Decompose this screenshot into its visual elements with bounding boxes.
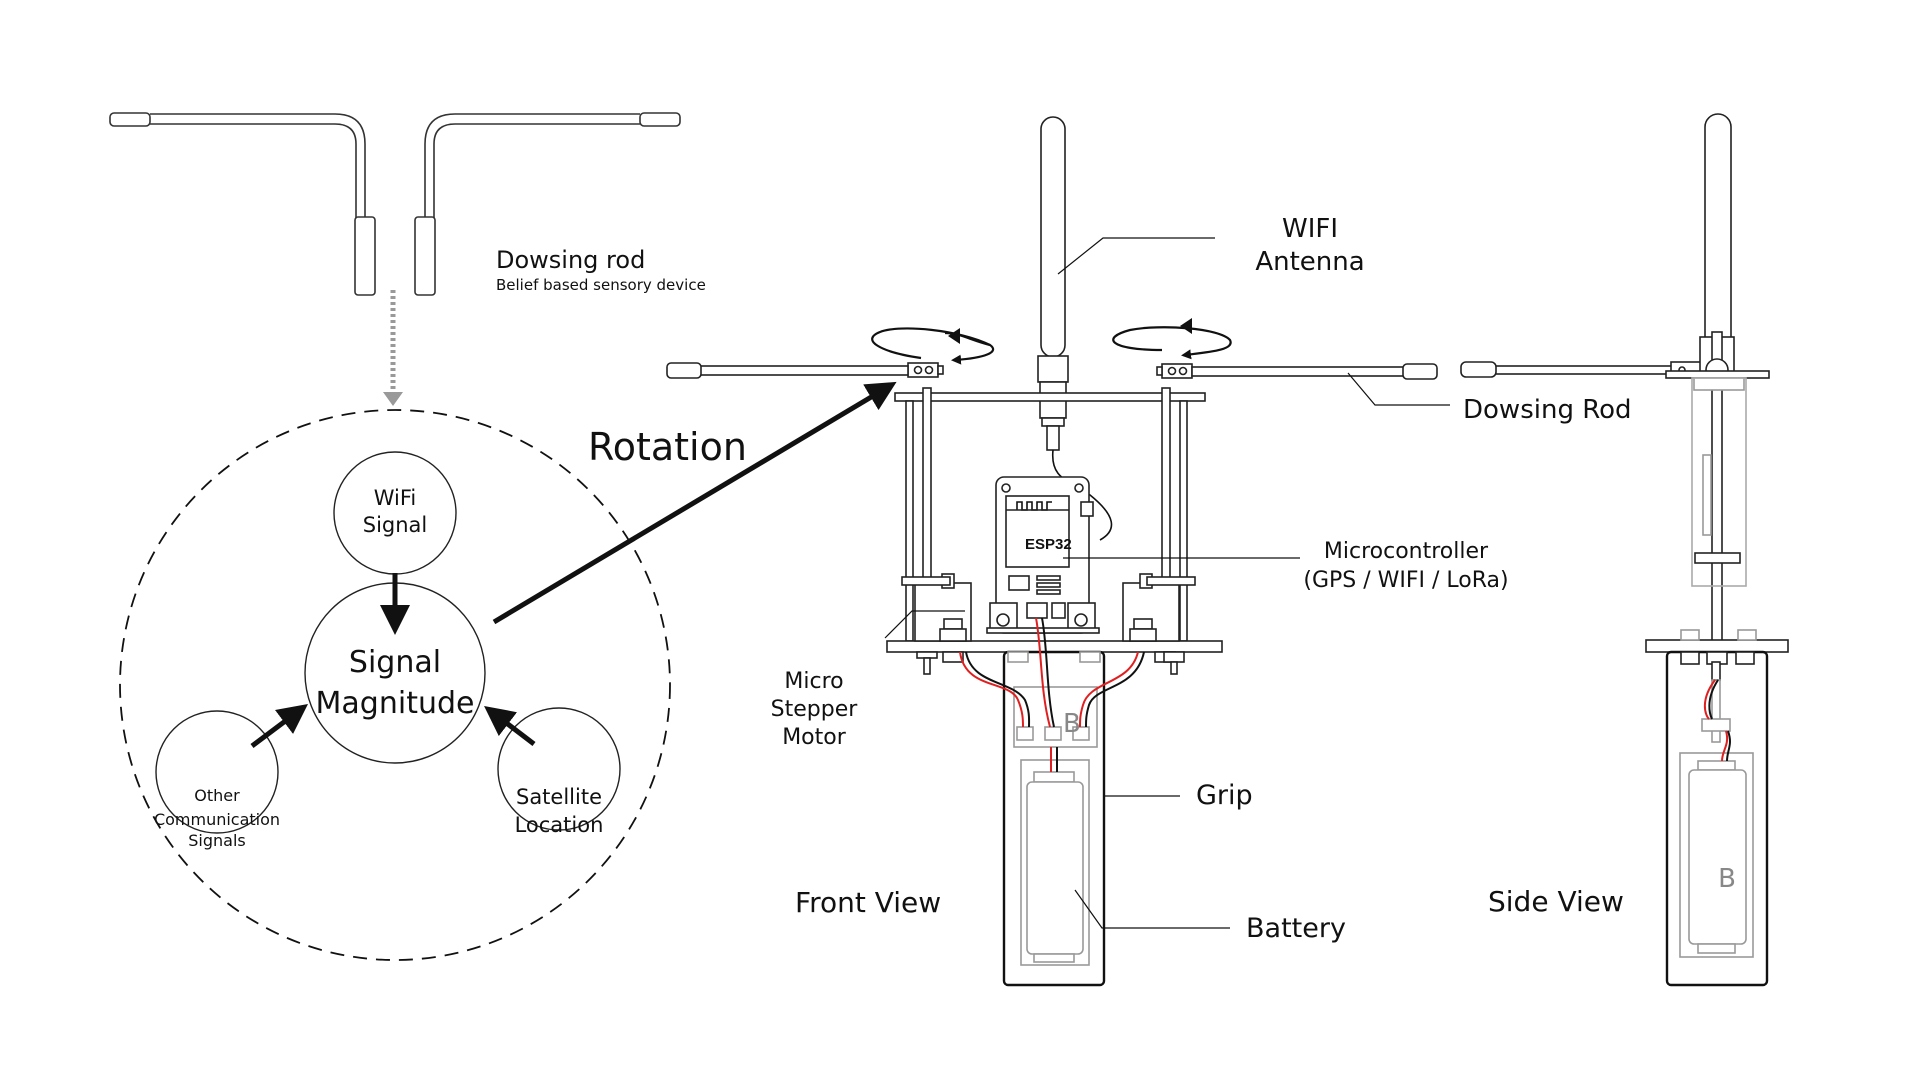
satellite-location-node xyxy=(497,707,621,831)
side-view-title: Side View xyxy=(1488,885,1624,918)
dowsing-rod-title: Dowsing rod xyxy=(496,246,645,274)
side-view-device xyxy=(1460,113,1789,987)
satellite-node-label-1: Satellite xyxy=(516,785,602,809)
esp32-chip-label: ESP32 xyxy=(1025,536,1072,553)
mcu-label-1: Microcontroller xyxy=(1324,539,1489,564)
signal-input-arrows xyxy=(250,573,536,748)
left-rod-holder xyxy=(907,362,939,378)
right-rotation-arrowhead-icon xyxy=(1180,318,1192,334)
wifi-node-label-2: Signal xyxy=(363,513,428,537)
rotation-label: Rotation xyxy=(588,425,747,469)
signal-magnitude-label-1: Signal xyxy=(349,645,441,680)
motor-label-2: Stepper xyxy=(771,697,859,722)
dotted-down-arrow-icon xyxy=(383,290,403,406)
signal-magnitude-label-2: Magnitude xyxy=(316,686,475,721)
side-antenna xyxy=(1704,113,1732,370)
side-wires xyxy=(1703,679,1731,762)
front-view-title: Front View xyxy=(795,886,941,919)
rotation-arc-icons xyxy=(871,326,1232,365)
grip-label: Grip xyxy=(1196,780,1253,811)
rotation-arrow xyxy=(492,381,897,625)
satellite-to-magnitude-arrow xyxy=(484,705,536,746)
antenna-label-1: WIFI xyxy=(1282,214,1338,244)
dowsing-rod-subtitle: Belief based sensory device xyxy=(496,276,706,294)
front-battery-cell xyxy=(1026,781,1084,955)
wifi-node-label-1: WiFi xyxy=(374,486,417,510)
other-to-magnitude-arrow xyxy=(250,704,308,748)
motor-label-1: Micro xyxy=(784,669,843,694)
front-right-dowsing-rod xyxy=(1191,366,1408,377)
dowsing-rod-callout-label: Dowsing Rod xyxy=(1463,395,1632,425)
other-node-label-2: Communication xyxy=(154,810,280,829)
side-dowsing-rod xyxy=(1480,365,1694,375)
wifi-antenna xyxy=(1040,116,1066,358)
motor-label-3: Motor xyxy=(782,725,847,750)
side-battery-cell xyxy=(1688,769,1747,945)
front-battery-mark: B xyxy=(1063,709,1081,739)
left-rotation-arrowhead-icon xyxy=(948,328,960,344)
antenna-label-2: Antenna xyxy=(1255,247,1364,277)
front-left-dowsing-rod xyxy=(689,365,909,376)
right-rod-holder xyxy=(1161,363,1193,379)
mcu-label-2: (GPS / WIFI / LoRa) xyxy=(1303,568,1508,593)
side-battery-mark: B xyxy=(1718,864,1736,894)
front-view-device xyxy=(666,116,1438,987)
other-node-label-3: Signals xyxy=(188,831,245,850)
signal-boundary-dashed-circle xyxy=(119,409,671,961)
other-node-label-1: Other xyxy=(194,786,240,805)
other-signals-node xyxy=(155,710,279,834)
front-wires xyxy=(959,617,1145,772)
satellite-node-label-2: Location xyxy=(515,813,604,837)
leader-lines xyxy=(884,237,1450,929)
battery-label: Battery xyxy=(1246,913,1346,944)
top-dowsing-rods xyxy=(109,112,681,296)
